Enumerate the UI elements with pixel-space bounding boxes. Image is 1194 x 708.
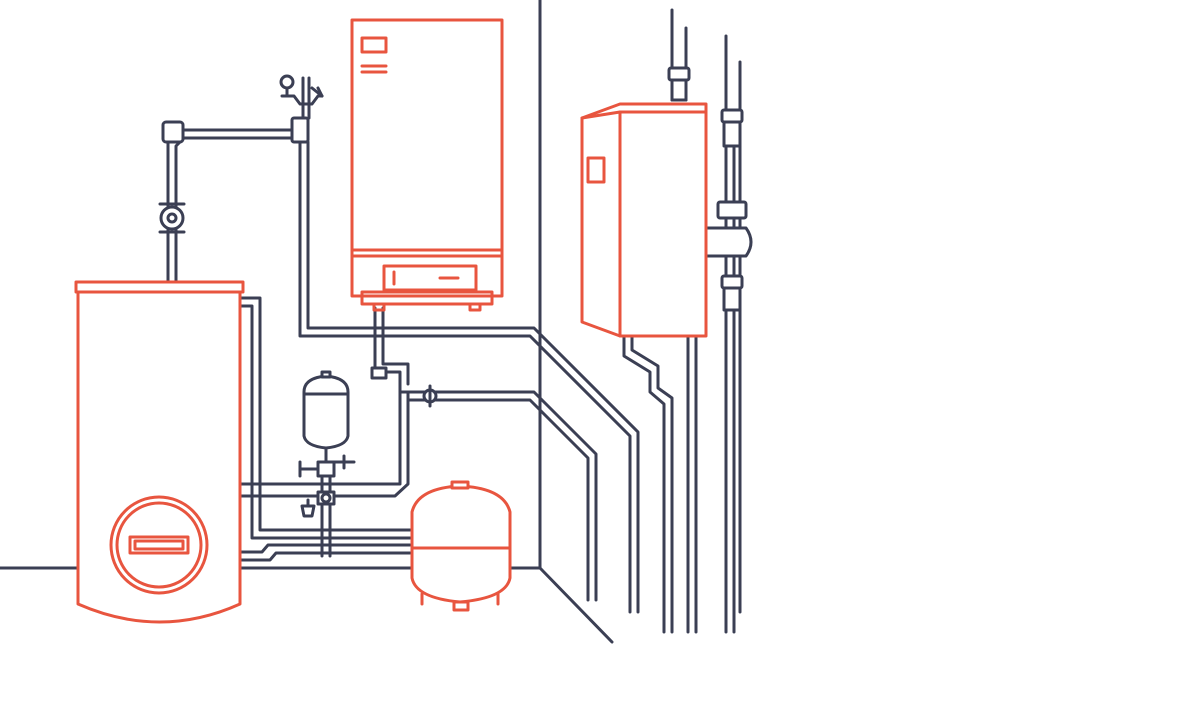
- drain-valve-group: [298, 454, 356, 558]
- distribution-pipe: [406, 384, 598, 602]
- cold-water-pipe: [161, 116, 310, 284]
- boiler-flow-pipe: [238, 306, 410, 498]
- equipment-layer: [74, 18, 708, 624]
- large-expansion-vessel: [410, 480, 512, 612]
- boiler-return-pipe: [298, 140, 640, 614]
- wall-boiler: [350, 18, 504, 312]
- small-expansion-vessel: [302, 370, 350, 464]
- safety-valve-group: [279, 74, 324, 120]
- wall-heater-unit: [580, 102, 708, 338]
- piping-layer: [0, 0, 753, 644]
- circulation-pump: [158, 202, 186, 234]
- heater-unit-pipes: [622, 8, 698, 634]
- water-heater-tank: [74, 280, 245, 624]
- riser-pipes: [720, 34, 744, 634]
- tank-side-pipes: [238, 296, 412, 562]
